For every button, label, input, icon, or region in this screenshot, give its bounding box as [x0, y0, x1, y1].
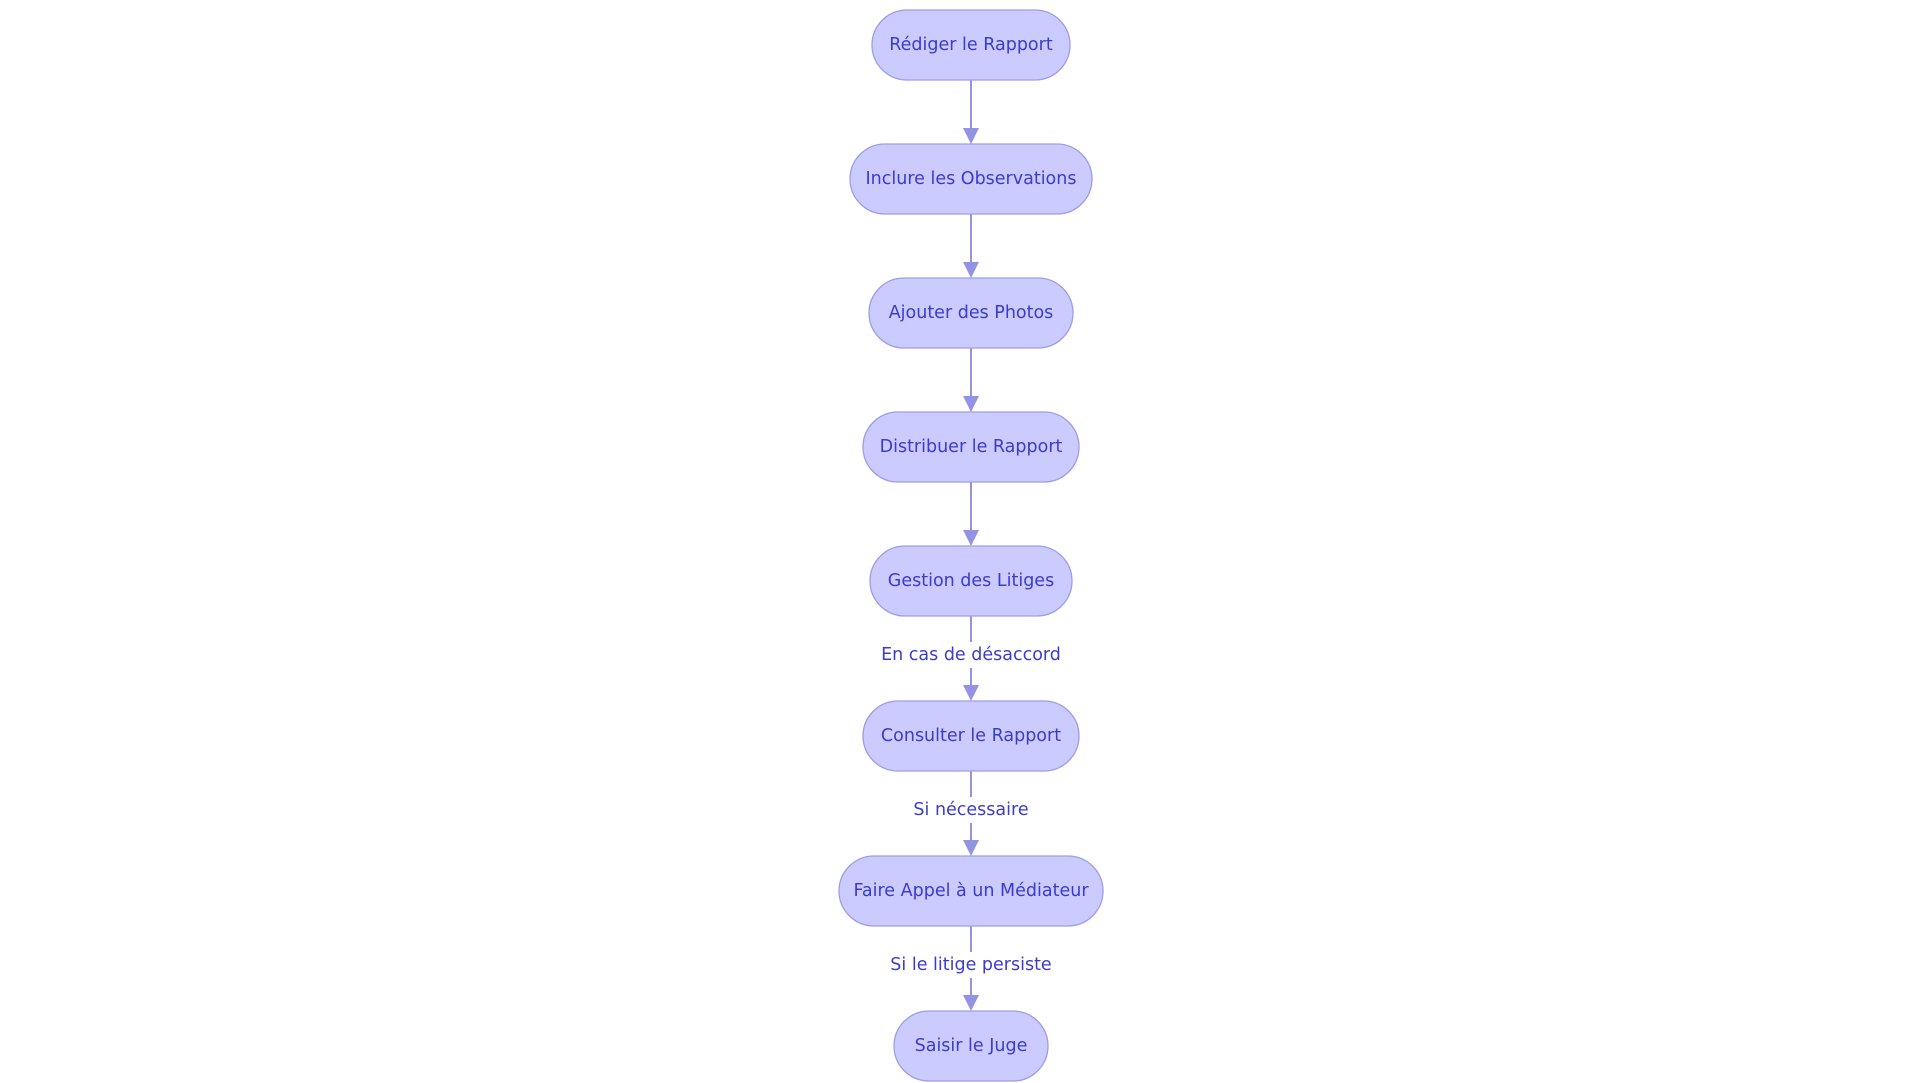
node-shape: [871, 9, 1071, 81]
edge-distribuer-to-gestion: [963, 482, 979, 546]
node-shape: [869, 545, 1073, 617]
node-juge: Saisir le Juge: [893, 1010, 1049, 1082]
edge-consulter-to-mediateur: Si nécessaire: [899, 771, 1043, 856]
arrow-head-icon: [963, 995, 979, 1011]
edge-gestion-to-consulter: En cas de désaccord: [869, 616, 1073, 701]
node-label: Faire Appel à un Médiateur: [853, 881, 1089, 901]
node-mediateur: Faire Appel à un Médiateur: [838, 855, 1104, 927]
node-rediger: Rédiger le Rapport: [871, 9, 1071, 81]
edge-label: Si le litige persiste: [890, 955, 1051, 975]
node-label: Inclure les Observations: [866, 169, 1077, 189]
arrow-head-icon: [963, 396, 979, 412]
node-shape: [838, 855, 1104, 927]
edge-label: En cas de désaccord: [881, 645, 1061, 665]
edge-label-background: [858, 952, 1084, 978]
edges-layer: En cas de désaccord Si nécessaire Si le li…: [858, 80, 1084, 1011]
edge-label-background: [869, 642, 1073, 668]
edge-label: Si nécessaire: [913, 800, 1028, 820]
node-label: Ajouter des Photos: [889, 303, 1054, 323]
node-shape: [849, 143, 1093, 215]
node-inclure: Inclure les Observations: [849, 143, 1093, 215]
node-label: Rédiger le Rapport: [889, 35, 1053, 55]
arrow-head-icon: [963, 262, 979, 278]
edge-mediateur-to-juge: Si le litige persiste: [858, 926, 1084, 1011]
edge-inclure-to-ajouter: [963, 214, 979, 278]
arrow-head-icon: [963, 128, 979, 144]
edge-label-background: [899, 797, 1043, 823]
arrow-head-icon: [963, 530, 979, 546]
node-label: Consulter le Rapport: [881, 726, 1061, 746]
node-consulter: Consulter le Rapport: [862, 700, 1080, 772]
node-label: Distribuer le Rapport: [880, 437, 1063, 457]
node-gestion: Gestion des Litiges: [869, 545, 1073, 617]
edge-rediger-to-inclure: [963, 80, 979, 144]
node-label: Gestion des Litiges: [888, 571, 1054, 591]
node-shape: [868, 277, 1074, 349]
node-shape: [862, 411, 1080, 483]
node-shape: [862, 700, 1080, 772]
node-label: Saisir le Juge: [915, 1036, 1028, 1056]
arrow-head-icon: [963, 840, 979, 856]
node-shape: [893, 1010, 1049, 1082]
arrow-head-icon: [963, 685, 979, 701]
node-distribuer: Distribuer le Rapport: [862, 411, 1080, 483]
edge-ajouter-to-distribuer: [963, 348, 979, 412]
node-ajouter: Ajouter des Photos: [868, 277, 1074, 349]
